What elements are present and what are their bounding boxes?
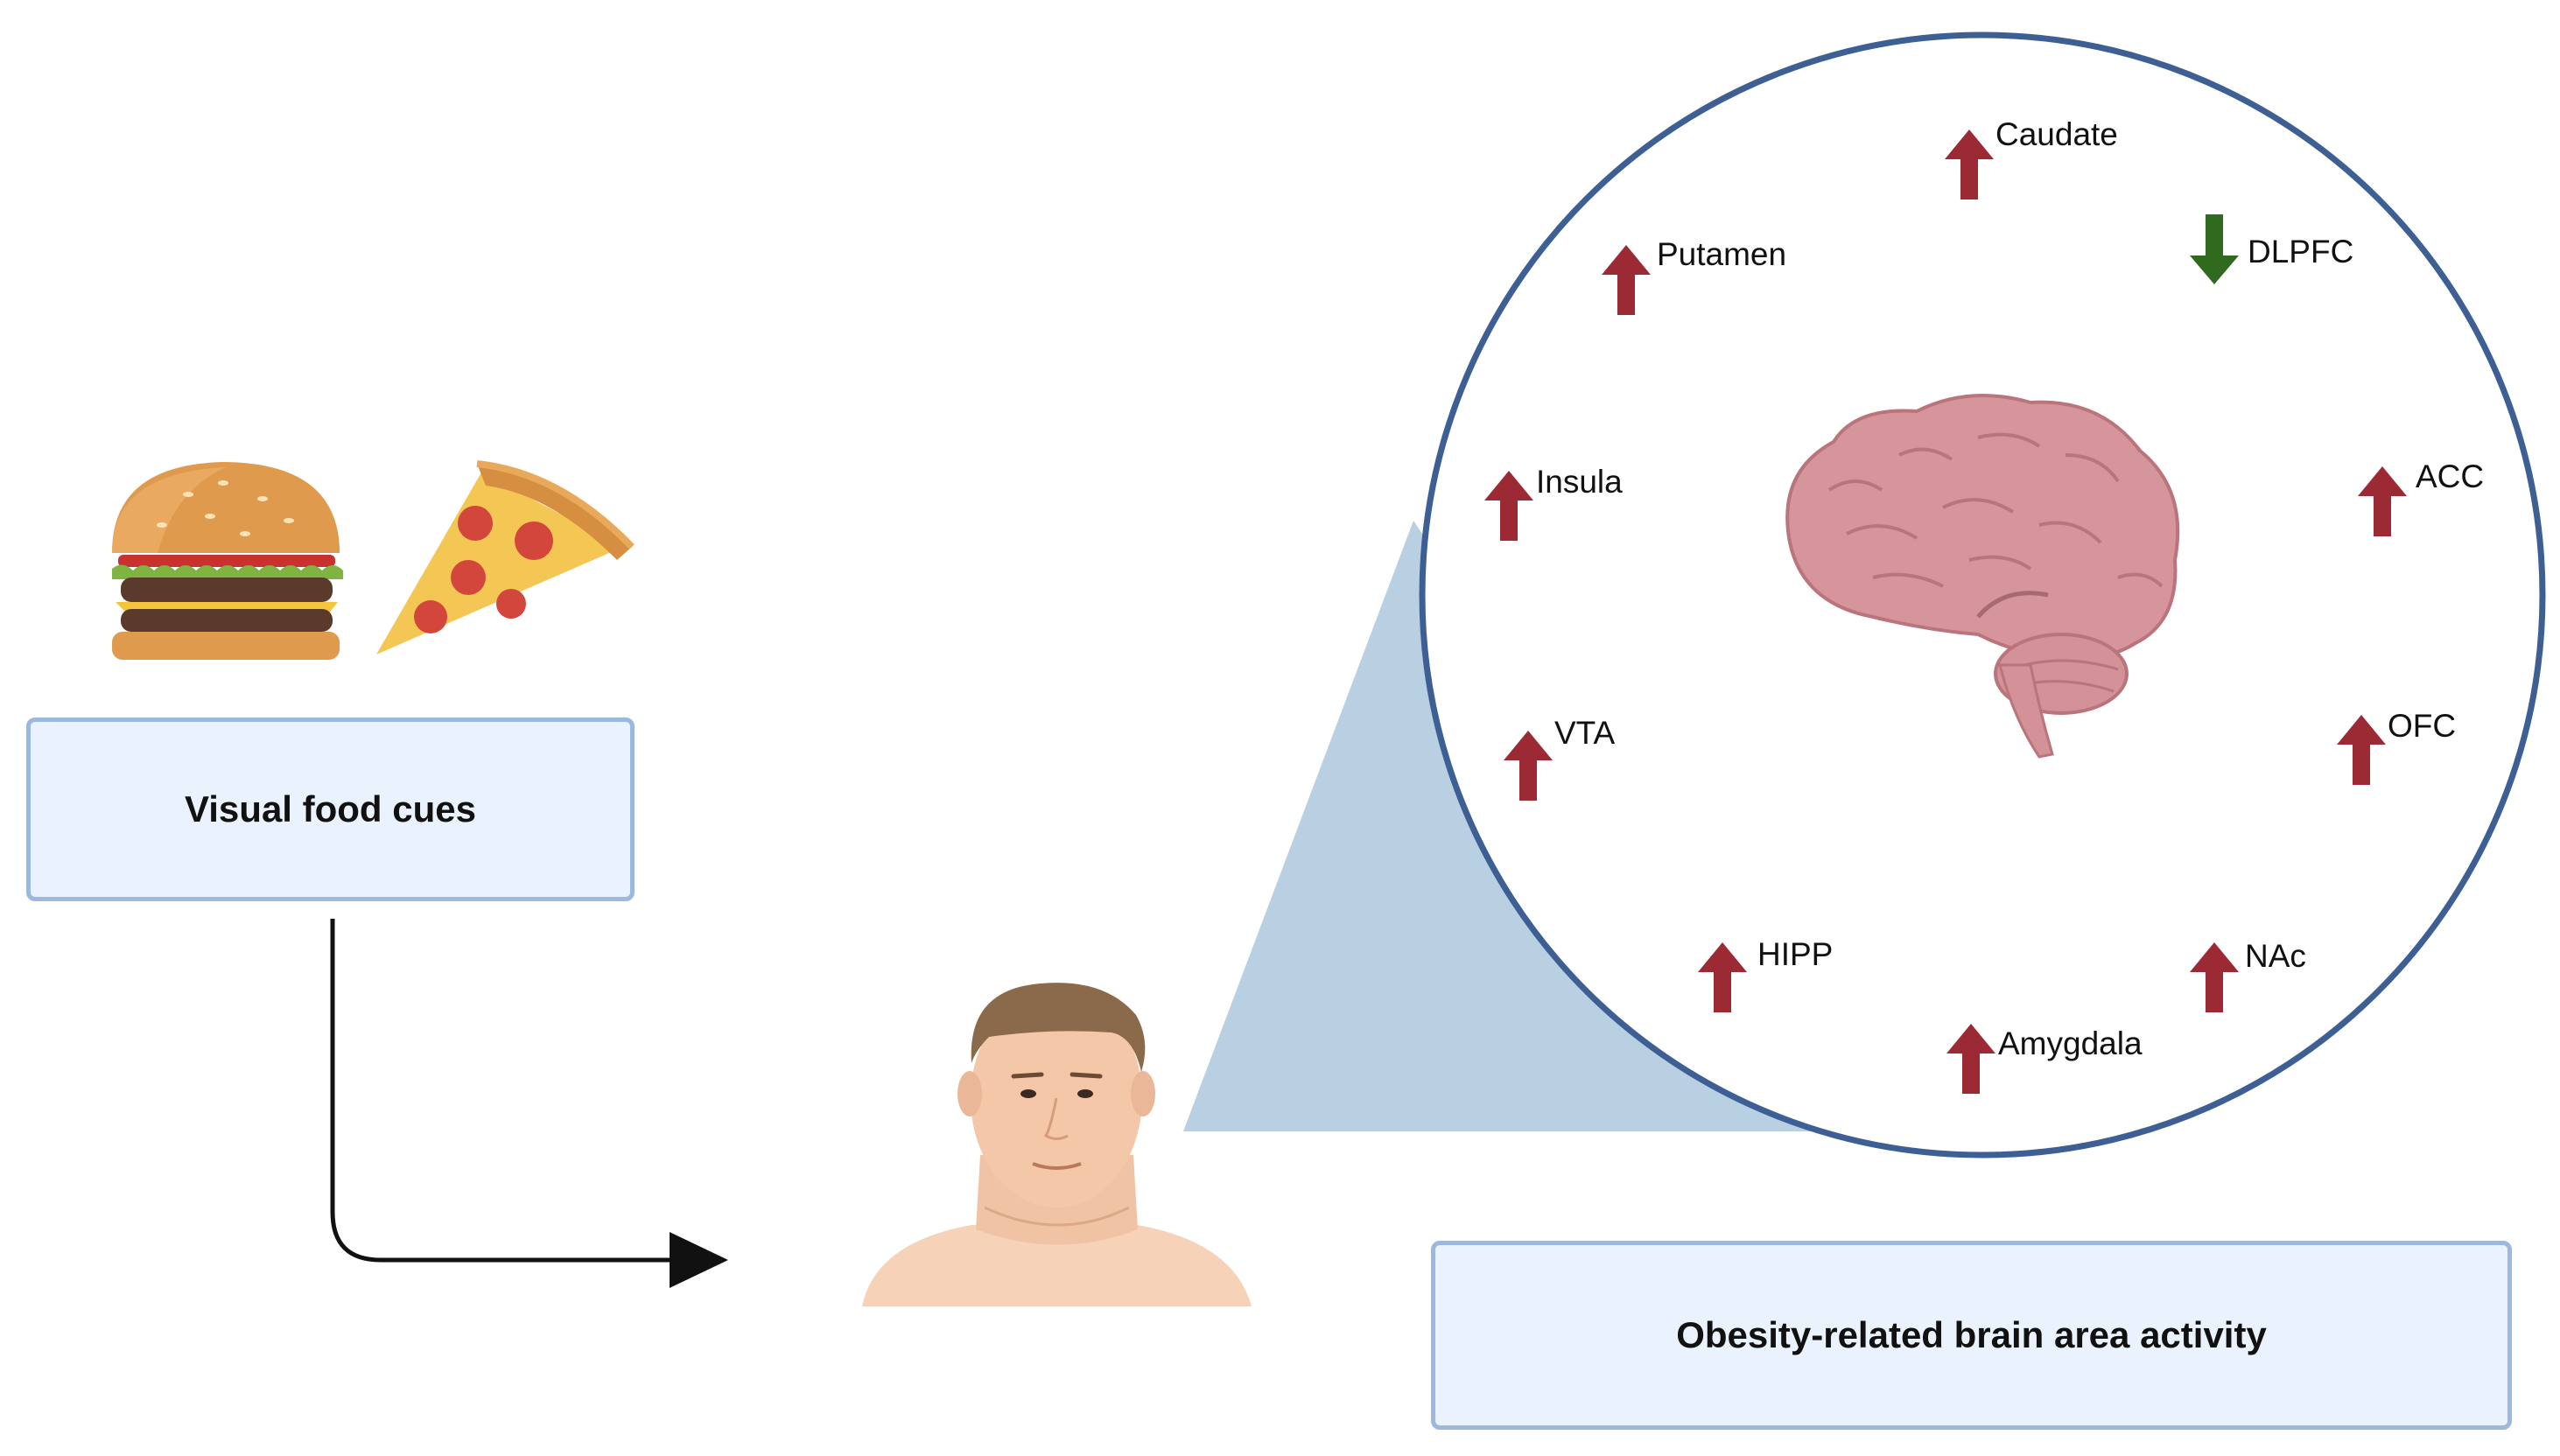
region-label-nac: NAc bbox=[2245, 938, 2306, 974]
flow-arrow-icon bbox=[330, 919, 728, 1288]
brain-activity-label: Obesity-related brain area activity bbox=[1676, 1314, 2267, 1355]
region-label-acc: ACC bbox=[2416, 458, 2484, 494]
up-arrow-icon bbox=[1602, 245, 1651, 315]
person-icon bbox=[862, 983, 1252, 1306]
region-nac: NAc bbox=[2190, 938, 2306, 1012]
pizza-slice-icon bbox=[376, 460, 635, 654]
region-hipp: HIPP bbox=[1698, 936, 1833, 1012]
brain-activity-box: Obesity-related brain area activity bbox=[1431, 1241, 2512, 1430]
up-arrow-icon bbox=[2337, 715, 2386, 785]
region-acc: ACC bbox=[2358, 458, 2484, 536]
region-label-insula: Insula bbox=[1536, 464, 1623, 500]
region-label-ofc: OFC bbox=[2388, 708, 2456, 744]
brain-region-markers: Caudate DLPFC ACC OFC NAc Amygdala HIPP bbox=[1484, 116, 2484, 1094]
region-label-hipp: HIPP bbox=[1757, 936, 1833, 972]
region-label-caudate: Caudate bbox=[1995, 116, 2118, 152]
up-arrow-icon bbox=[1698, 942, 1747, 1012]
visual-food-cues-label: Visual food cues bbox=[185, 788, 476, 830]
region-insula: Insula bbox=[1484, 464, 1623, 541]
region-putamen: Putamen bbox=[1602, 236, 1786, 315]
region-label-amygdala: Amygdala bbox=[1998, 1026, 2143, 1061]
region-vta: VTA bbox=[1504, 715, 1616, 801]
up-arrow-icon bbox=[1484, 471, 1533, 541]
burger-icon bbox=[112, 462, 343, 660]
up-arrow-icon bbox=[1946, 1024, 1995, 1094]
up-arrow-icon bbox=[2358, 466, 2407, 536]
region-ofc: OFC bbox=[2337, 708, 2456, 785]
region-label-dlpfc: DLPFC bbox=[2248, 234, 2353, 270]
down-arrow-icon bbox=[2190, 214, 2239, 284]
region-dlpfc: DLPFC bbox=[2190, 214, 2353, 284]
up-arrow-icon bbox=[1945, 130, 1994, 200]
visual-food-cues-box: Visual food cues bbox=[26, 718, 635, 901]
region-amygdala: Amygdala bbox=[1946, 1024, 2143, 1094]
region-label-vta: VTA bbox=[1554, 715, 1616, 751]
up-arrow-icon bbox=[1504, 731, 1553, 801]
region-label-putamen: Putamen bbox=[1657, 236, 1786, 272]
brain-icon bbox=[1785, 394, 2180, 759]
region-caudate: Caudate bbox=[1945, 116, 2118, 200]
up-arrow-icon bbox=[2190, 942, 2239, 1012]
